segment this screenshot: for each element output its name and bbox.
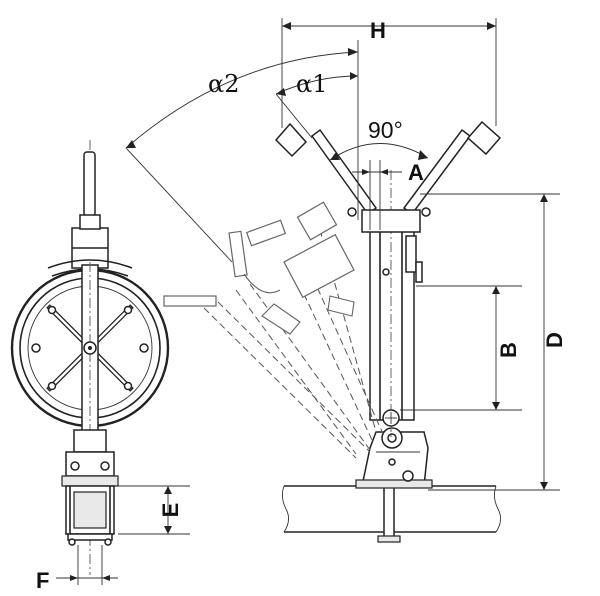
dimension-f: F bbox=[36, 545, 118, 593]
dimension-d: D bbox=[420, 193, 567, 491]
v-arms bbox=[274, 120, 502, 233]
label-alpha2: α2 bbox=[208, 70, 239, 98]
label-h: H bbox=[370, 18, 386, 43]
dimension-h: H bbox=[281, 18, 497, 128]
angle-markers: α2 α1 90° bbox=[125, 40, 429, 263]
folded-positions bbox=[163, 201, 385, 459]
label-e: E bbox=[158, 503, 183, 518]
mast bbox=[369, 170, 423, 440]
label-a: A bbox=[408, 160, 424, 185]
base-bracket bbox=[355, 427, 433, 489]
label-f: F bbox=[36, 568, 49, 593]
label-b: B bbox=[496, 342, 521, 358]
label-alpha1: α1 bbox=[296, 70, 327, 98]
label-d: D bbox=[542, 332, 567, 348]
dimension-e: E bbox=[118, 485, 190, 535]
front-view bbox=[10, 140, 170, 575]
dimension-a: A bbox=[352, 160, 424, 230]
dimension-b: B bbox=[400, 285, 522, 411]
label-90deg: 90° bbox=[368, 117, 403, 143]
